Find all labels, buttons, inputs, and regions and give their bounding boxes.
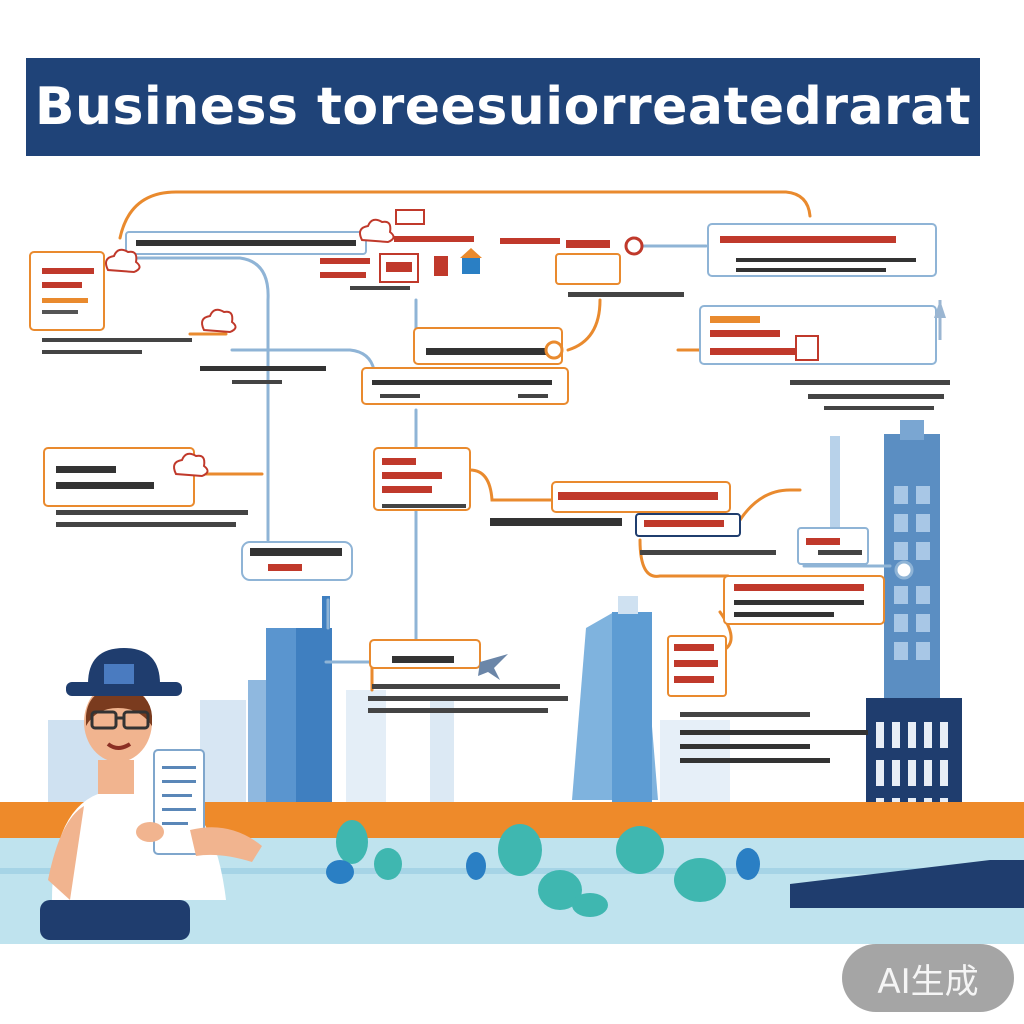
building-icon — [434, 248, 482, 276]
diagram-title: Business toreesuiorreatedrarat — [34, 77, 972, 137]
hat-icon — [66, 648, 182, 696]
ai-generated-badge: AI生成 — [842, 944, 1014, 1012]
node-left-middle — [43, 447, 248, 527]
plane-icon — [478, 654, 508, 680]
node-center — [200, 327, 569, 405]
diagram-nodes — [29, 209, 950, 763]
node-lower-right — [667, 635, 868, 763]
city-skyline — [48, 436, 840, 828]
node-left-pill — [241, 541, 353, 581]
cloud-icon — [105, 218, 395, 478]
node-top-center — [125, 209, 684, 297]
note-left-top — [42, 338, 192, 354]
node-right-lower — [723, 527, 885, 625]
ai-generated-label: AI生成 — [877, 961, 979, 1002]
node-center-lower-right — [490, 481, 776, 555]
node-right-middle — [699, 305, 950, 410]
node-center-lower-left — [373, 447, 471, 511]
title-banner: Business toreesuiorreatedrarat — [26, 58, 980, 156]
person-illustration — [40, 648, 262, 940]
node-lower-center — [368, 639, 568, 713]
node-top-right — [707, 223, 937, 277]
node-top-left — [29, 251, 105, 331]
tower-right — [858, 420, 970, 862]
glasses-icon — [90, 710, 150, 730]
antenna-icon — [934, 300, 946, 340]
document-icon — [153, 749, 205, 855]
gear-icon — [544, 236, 914, 580]
